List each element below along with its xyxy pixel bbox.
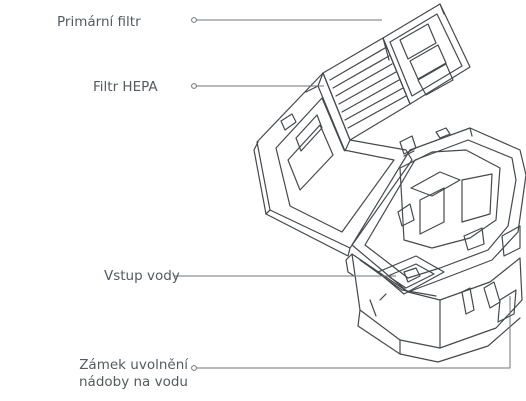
leader-dot-tank-release-lock bbox=[191, 365, 197, 371]
water-inlet-label: Vstup vody bbox=[104, 268, 180, 284]
leader-dot-hepa-filter bbox=[191, 83, 197, 89]
water-tank-lower bbox=[345, 253, 523, 363]
filter-lid bbox=[253, 72, 417, 257]
primary-filter-label: Primární filtr bbox=[57, 14, 141, 30]
tank-release-lock-label: Zámek uvolnění nádoby na vodu bbox=[6, 357, 188, 391]
tank-release-lock-label-line2: nádoby na vodu bbox=[78, 374, 188, 390]
hepa-filter-body bbox=[305, 37, 411, 152]
primary-filter-frame bbox=[382, 3, 471, 105]
leader-lines bbox=[174, 17, 511, 371]
leader-tank-release-lock bbox=[196, 296, 511, 369]
tank-release-lock-label-line1: Zámek uvolnění bbox=[79, 357, 188, 373]
leader-dot-primary-filter bbox=[191, 17, 197, 23]
bin-body bbox=[351, 127, 526, 293]
hepa-filter-label: Filtr HEPA bbox=[93, 79, 158, 95]
